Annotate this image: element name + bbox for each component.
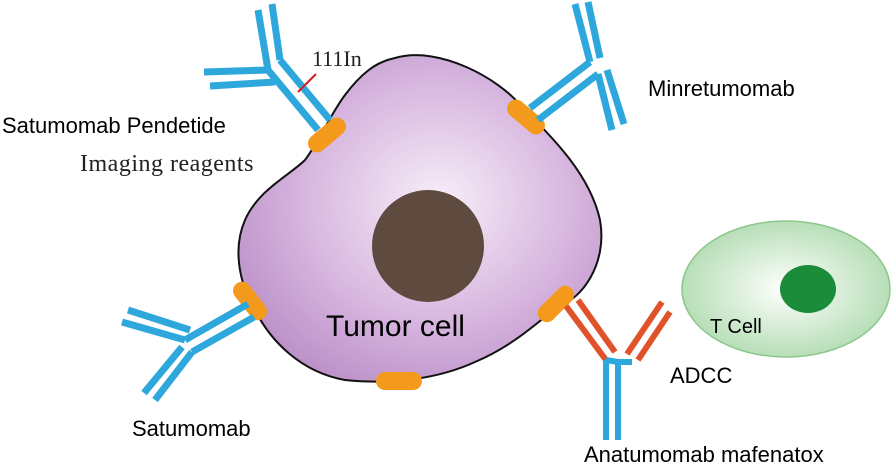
antibody-satumomab: [121, 300, 256, 403]
antibody-anatumomab-toxin: [563, 298, 673, 362]
antibody-satumomab-pendetide: [203, 3, 333, 133]
antibody-anatumomab-fc: [603, 357, 632, 440]
antigen-bottom: [376, 372, 422, 390]
imaging-reagents-label: Imaging reagents: [80, 151, 254, 177]
antigen-left: [232, 281, 268, 321]
satumomab-label: Satumomab: [132, 416, 251, 441]
t-cell-nucleus: [780, 265, 836, 313]
isotope-label: 111In: [312, 46, 362, 71]
antigen-top-left: [308, 117, 346, 153]
antibody-minretumomab: [527, 1, 628, 131]
minretumomab-label: Minretumomab: [648, 76, 795, 101]
satumomab-pendetide-label: Satumomab Pendetide: [2, 113, 226, 138]
antigen-right: [537, 285, 575, 323]
t-cell-label: T Cell: [710, 316, 762, 338]
tumor-cell-label: Tumor cell: [326, 310, 465, 343]
adcc-label: ADCC: [670, 363, 732, 388]
anatumomab-mafenatox-label: Anatumomab mafenatox: [584, 442, 824, 467]
isotope-marker: [297, 73, 317, 93]
antigen-top-right: [507, 99, 545, 135]
tumor-nucleus: [372, 190, 484, 302]
